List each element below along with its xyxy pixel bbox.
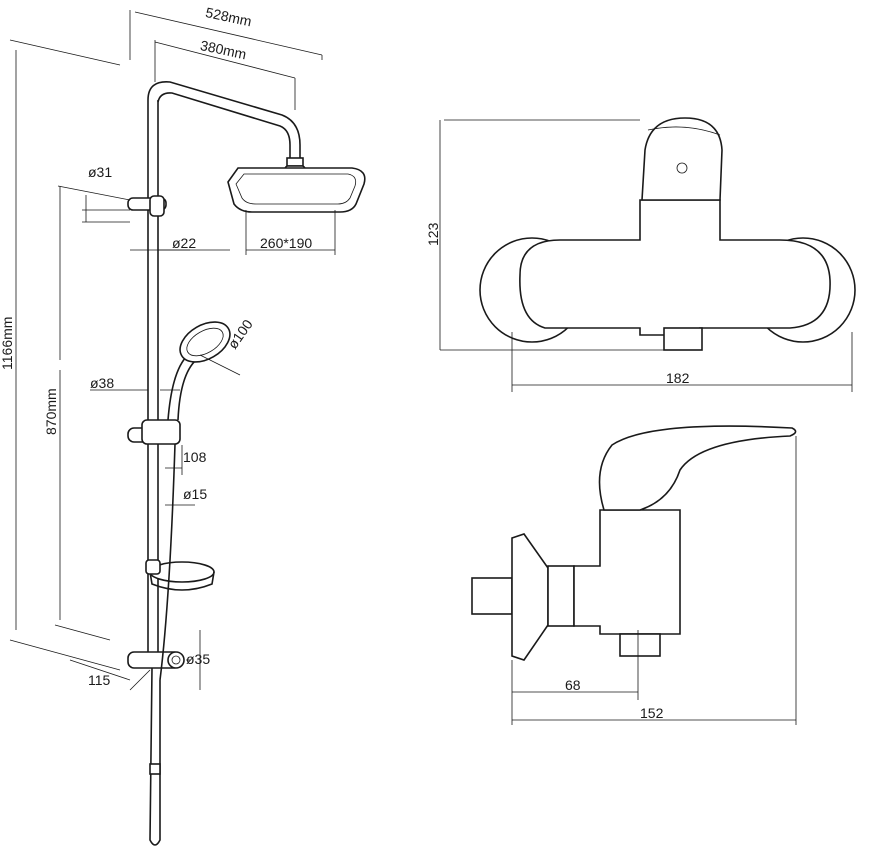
dim-108: 108 (183, 449, 207, 465)
dim-1166mm: 1166mm (0, 317, 15, 370)
dim-68: 68 (565, 677, 581, 693)
dim-d22: ø22 (172, 235, 196, 251)
dim-152: 152 (640, 705, 664, 721)
dim-head-size: 260*190 (260, 235, 312, 251)
dim-870mm: 870mm (43, 388, 59, 435)
dim-528mm: 528mm (204, 4, 253, 29)
dim-123: 123 (425, 222, 441, 246)
dim-d35: ø35 (186, 651, 210, 667)
mixer-front-drawing (439, 117, 856, 392)
dim-d31: ø31 (88, 164, 112, 180)
dim-182: 182 (666, 370, 690, 386)
mixer-side-drawing (471, 425, 797, 725)
shower-column-drawing (9, 10, 366, 846)
dim-d38: ø38 (90, 375, 114, 391)
dim-d15: ø15 (183, 486, 207, 502)
dim-380mm: 380mm (199, 37, 248, 62)
dim-115: 115 (88, 672, 111, 688)
